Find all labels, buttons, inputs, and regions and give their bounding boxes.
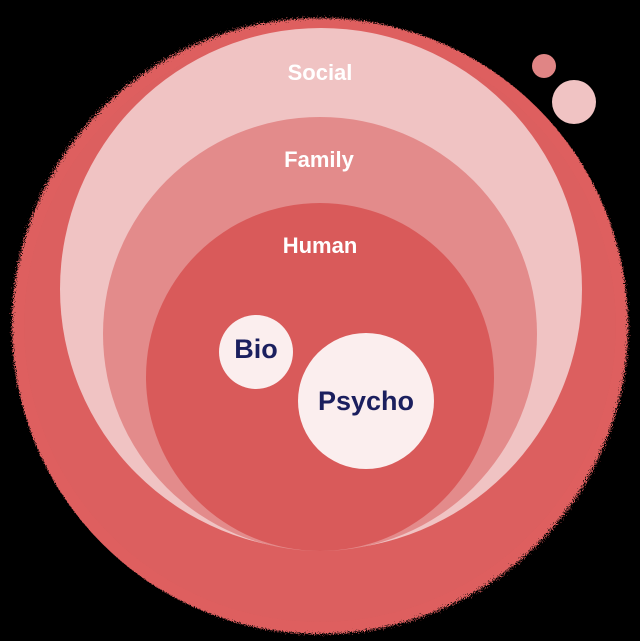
decor-dot-large (552, 80, 596, 124)
decor-dot-small (532, 54, 556, 78)
bio-label: Bio (234, 334, 278, 364)
psycho-circle (298, 333, 434, 469)
human-label: Human (283, 233, 358, 258)
bio-circle (219, 315, 293, 389)
psycho-label: Psycho (318, 386, 414, 416)
social-label: Social (288, 60, 353, 85)
family-label: Family (284, 147, 354, 172)
